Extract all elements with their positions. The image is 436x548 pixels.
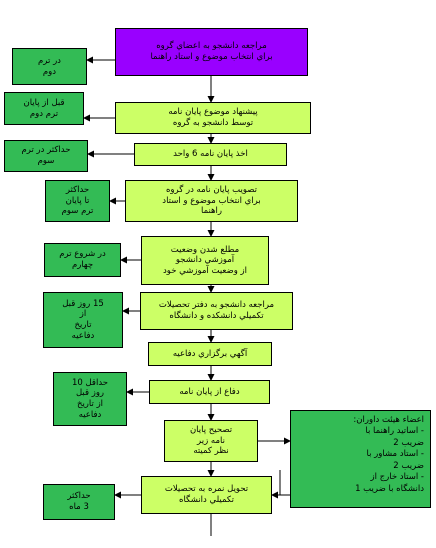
step-9-corrections: تصحیح پایان نامه زیر نظر کمیته [164,420,258,462]
connector-committee-to-step10 [279,470,290,496]
note-examining-committee: اعضاء هیئت داوران: - اساتید راهنما با ضر… [290,410,431,508]
step-7-defense-notice: آگهي برگزاري دفاعیه [148,342,272,366]
note-max-third-term: حداکثر در ترم سوم [4,140,88,172]
step-4-approval: تصویب پایان نامه در گروه براي انتخاب موض… [125,180,298,222]
note-max-3-months: حداکثر 3 ماه [43,484,115,520]
note-15-days-before: 15 روز قبل از تاریخ دفاعیه [43,292,123,348]
step-10-submit-grade: تحویل نمره به تحصیلات تکمیلي دانشگاه [141,476,272,514]
note-10-days-before: حداقل 10 روز قبل از تاریخ دفاعیه [53,372,127,426]
step-3-enroll-thesis: اخذ پایان نامه 6 واحد [134,143,287,166]
note-before-end-second-term: قبل از پایان ترم دوم [4,92,84,125]
step-6-graduate-office: مراجعه دانشجو به دفتر تحصیلات تکمیلي دان… [140,292,293,330]
note-second-term: در ترم دوم [12,48,87,85]
step-8-thesis-defense: دفاع از پایان نامه [149,380,270,404]
step-1-consult-faculty: مراجعه دانشجو به اعضاي گروه براي انتخاب … [115,28,308,76]
step-5-status-check: مطلع شدن وضعیت آموزشي دانشجو از وضعیت آم… [141,236,269,285]
note-start-fourth-term: در شروع ترم چهارم [44,243,121,277]
note-by-end-third-term: حداکثر تا پایان ترم سوم [45,180,110,222]
step-2-propose-topic: پیشنهاد موضوع پایان نامه توسط دانشجو به … [115,102,311,134]
